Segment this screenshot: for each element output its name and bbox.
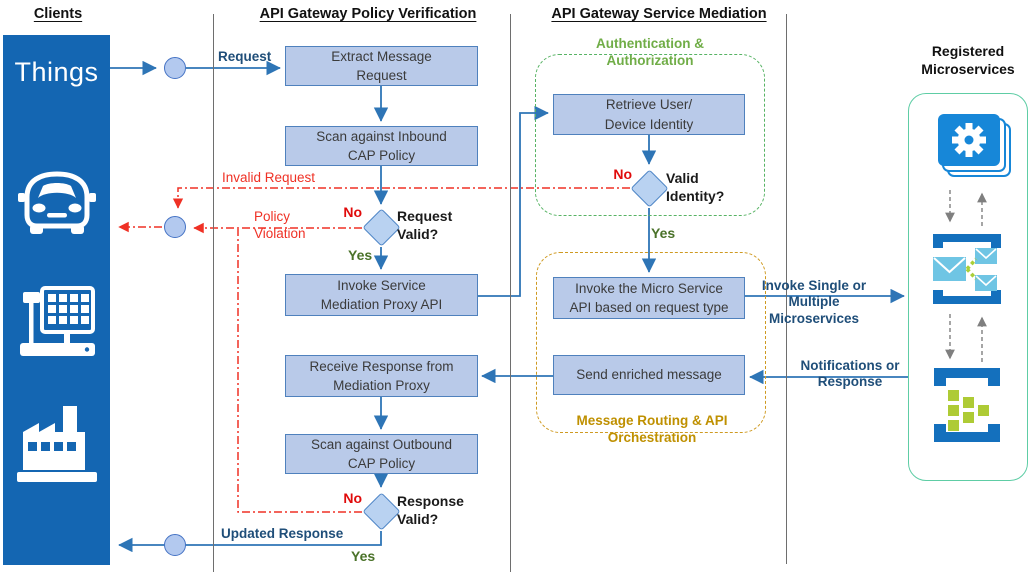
no-label-request: No [343,204,362,220]
connector-circle-request [164,57,186,79]
auth-group-label: Authentication & Authorization [596,36,704,68]
things-panel: Things [3,35,110,565]
yes-label-response: Yes [351,548,376,564]
retrieve-identity-box: Retrieve User/ Device Identity [553,94,745,135]
connector-circle-reject [164,216,186,238]
gear-icon [938,114,1011,177]
invoke-single-label: Invoke Single or Multiple Microservices [761,278,867,326]
request-valid-label: Request Valid? [397,208,453,242]
notifications-label: Notifications or Response [800,358,900,390]
auth-group-outline [535,54,765,216]
yes-label-request: Yes [348,247,373,263]
policy-violation-label: Policy Violation [254,209,306,241]
invoke-proxy-box: Invoke Service Mediation Proxy API [285,274,478,316]
updated-response-label: Updated Response [221,526,344,541]
lane-separator-2 [510,14,511,572]
microservices-container [908,93,1028,481]
factory-icon [17,406,97,482]
things-label: Things [14,57,99,87]
response-valid-diamond [362,492,401,531]
service-mediation-header: API Gateway Service Mediation [551,6,767,22]
request-edge-label: Request [218,49,272,64]
connector-circle-response [164,534,186,556]
routing-group-outline [536,252,766,433]
microservices-title: Registered Microservices [921,43,1015,77]
car-icon [18,171,96,234]
invoke-micro-box: Invoke the Micro Service API based on re… [553,277,745,319]
routing-group-label: Message Routing & API Orchestration [576,413,728,445]
no-label-response: No [343,490,362,506]
valid-identity-label: Valid Identity? [666,170,725,204]
message-routing-icon [933,234,1001,304]
invalid-request-label: Invalid Request [222,170,316,185]
scan-outbound-box: Scan against Outbound CAP Policy [285,434,478,474]
clients-header: Clients [33,6,83,22]
pos-terminal-icon [20,286,95,356]
request-valid-diamond [362,208,401,247]
no-label-identity: No [613,166,632,182]
lane-separator-1 [213,14,214,572]
response-valid-label: Response Valid? [397,493,464,527]
scan-inbound-box: Scan against Inbound CAP Policy [285,126,478,166]
logic-blocks-icon [934,368,1000,442]
yes-label-identity: Yes [651,225,676,241]
send-enriched-box: Send enriched message [553,355,745,395]
lane-separator-3 [786,14,787,564]
extract-message-box: Extract Message Request [285,46,478,86]
receive-response-box: Receive Response from Mediation Proxy [285,355,478,397]
policy-verification-header: API Gateway Policy Verification [259,6,477,22]
